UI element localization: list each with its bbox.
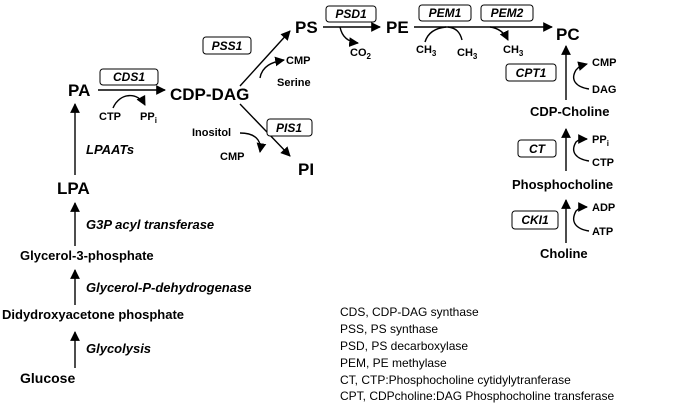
cofactor-ch3-a: CH3 xyxy=(416,44,437,58)
dhap-label: Didydroxyacetone phosphate xyxy=(2,307,184,322)
enzyme-box-pss1 xyxy=(202,36,252,55)
lpa-label: LPA xyxy=(57,179,90,198)
enzyme-box-pem1 xyxy=(418,4,472,22)
legend-item: PEM, PE methylase xyxy=(340,356,447,370)
phosphocholine-label: Phosphocholine xyxy=(512,177,613,192)
cdp-choline-label: CDP-Choline xyxy=(530,104,609,119)
abbreviation-legend: CDS, CDP-DAG synthase PSS, PS synthase P… xyxy=(340,305,614,403)
enzyme-glycolysis: Glycolysis xyxy=(86,341,151,356)
pis1-cofactor-arc xyxy=(239,132,267,153)
cofactor-atp: ATP xyxy=(592,226,613,238)
cofactor-ctp-ct: CTP xyxy=(592,157,614,169)
pa-label: PA xyxy=(68,81,90,100)
cofactor-ppi-ct: PPi xyxy=(592,134,609,148)
pe-label: PE xyxy=(386,18,409,37)
pc-label: PC xyxy=(556,25,580,44)
cofactor-cmp-pss: CMP xyxy=(286,55,310,67)
cofactor-inositol: Inositol xyxy=(192,127,231,139)
enzyme-g3p-acyl: G3P acyl transferase xyxy=(86,217,214,232)
cpt1-cofactor-arc xyxy=(572,61,590,90)
cofactor-adp: ADP xyxy=(592,202,615,214)
legend-item: CDS, CDP-DAG synthase xyxy=(340,305,479,319)
cofactor-cmp-pis: CMP xyxy=(220,151,244,163)
enzyme-pss1: PSS1 xyxy=(212,39,243,53)
cofactor-ppi-cds: PPi xyxy=(140,111,157,125)
choline-label: Choline xyxy=(540,246,588,261)
cds1-cofactor-arc xyxy=(112,94,146,109)
enzyme-psd1: PSD1 xyxy=(335,7,367,21)
pss1-arrow xyxy=(239,30,291,87)
cofactor-ch3-b: CH3 xyxy=(457,47,478,61)
psd1-cofactor-arc xyxy=(339,26,359,47)
enzyme-box-cds1 xyxy=(99,68,159,86)
pss1-cofactor-arc xyxy=(259,56,285,79)
ct-cofactor-arc xyxy=(572,134,590,162)
enzyme-box-psd1 xyxy=(325,5,377,23)
enzyme-box-cki1 xyxy=(511,210,559,230)
enzyme-g3p-dehydrogenase: Glycerol-P-dehydrogenase xyxy=(86,280,251,295)
cofactor-serine: Serine xyxy=(277,77,311,89)
cofactor-co2: CO2 xyxy=(350,47,372,61)
pem1-cofactor-arc-a xyxy=(424,26,447,43)
pis1-arrow xyxy=(239,103,291,157)
legend-item: PSD, PS decarboxylase xyxy=(340,339,468,353)
g3p-label: Glycerol-3-phosphate xyxy=(20,248,154,263)
legend-item: PSS, PS synthase xyxy=(340,322,438,336)
ps-label: PS xyxy=(295,18,318,37)
enzyme-cki1: CKI1 xyxy=(521,213,549,227)
legend-item: CPT, CDPcholine:DAG Phosphocholine trans… xyxy=(340,389,614,403)
cki1-cofactor-arc xyxy=(572,202,590,232)
pem1-cofactor-arc-b xyxy=(447,26,463,41)
enzyme-box-ct xyxy=(517,139,557,158)
enzyme-lpaats: LPAATs xyxy=(86,142,134,157)
enzyme-box-cpt1 xyxy=(505,63,557,82)
cdp-dag-label: CDP-DAG xyxy=(170,85,249,104)
cofactor-cmp-cpt: CMP xyxy=(592,57,616,69)
enzyme-ct: CT xyxy=(529,142,547,156)
cofactor-ch3-c: CH3 xyxy=(503,44,524,58)
glucose-label: Glucose xyxy=(20,370,75,386)
enzyme-box-pem2 xyxy=(480,4,534,22)
pi-label: PI xyxy=(298,160,314,179)
enzyme-cpt1: CPT1 xyxy=(516,66,547,80)
enzyme-pem1: PEM1 xyxy=(429,6,462,20)
enzyme-cds1: CDS1 xyxy=(113,70,145,84)
enzyme-pem2: PEM2 xyxy=(491,6,524,20)
cofactor-dag: DAG xyxy=(592,84,616,96)
pem2-cofactor-arc xyxy=(489,26,509,41)
cofactor-ctp-cds: CTP xyxy=(99,111,121,123)
enzyme-box-pis1 xyxy=(266,118,313,137)
legend-item: CT, CTP:Phosphocholine cytidylytranferas… xyxy=(340,373,571,387)
enzyme-pis1: PIS1 xyxy=(276,121,302,135)
